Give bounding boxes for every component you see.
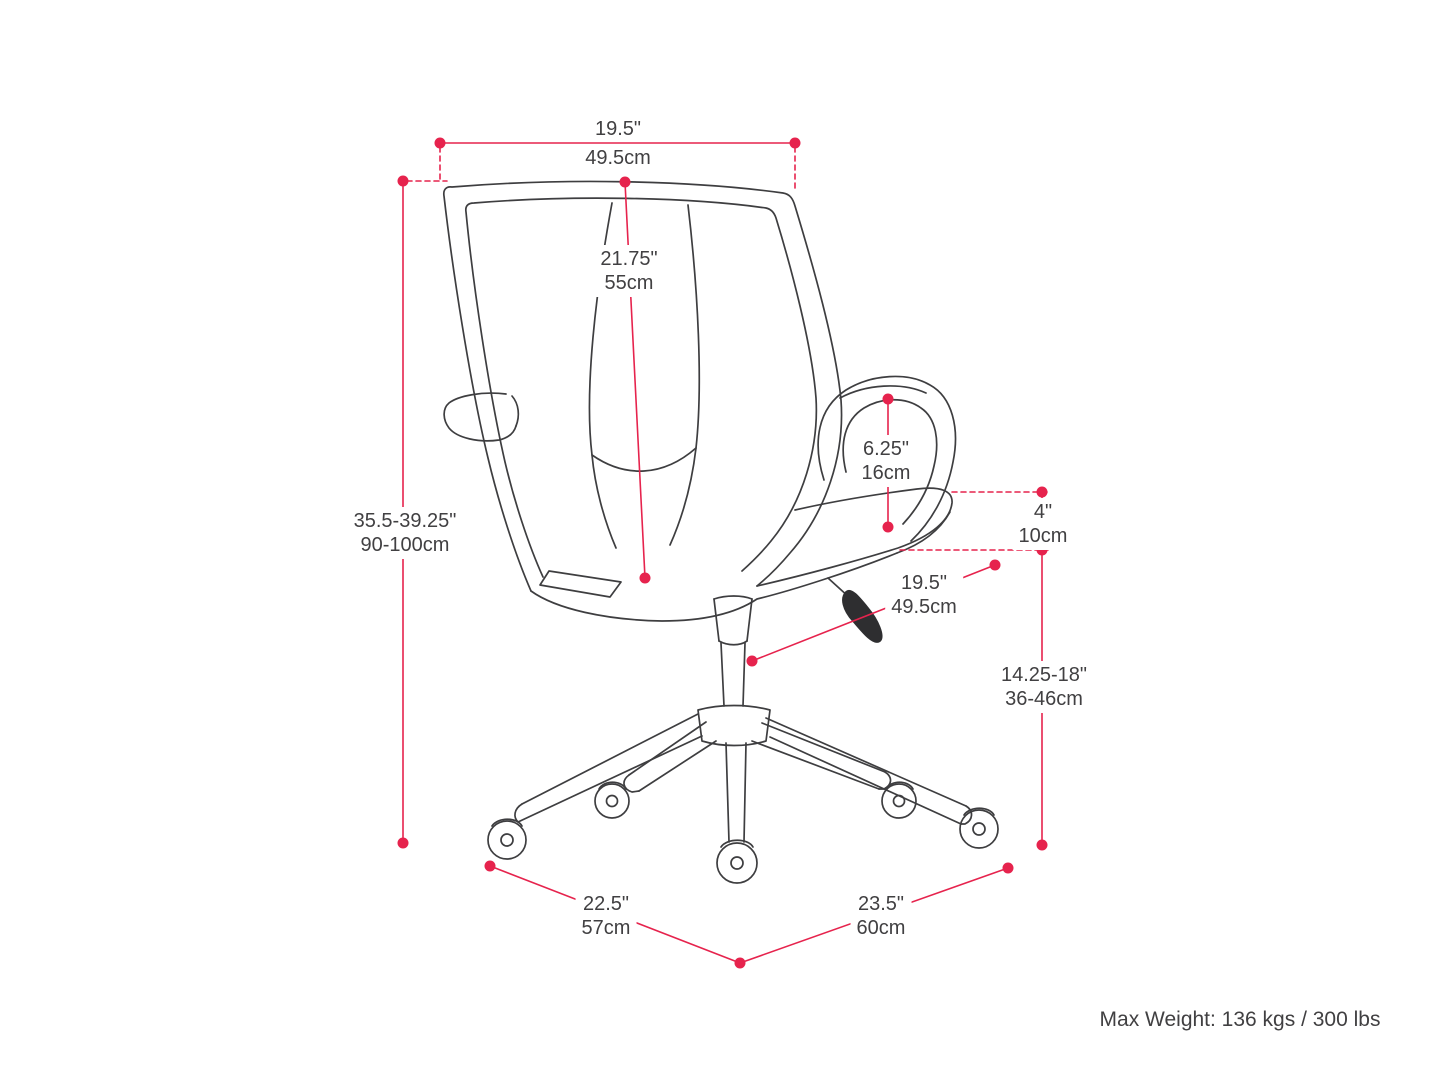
dimension-measure-lines — [403, 143, 1042, 963]
dim-seat-thickness-label: 4" 10cm — [1012, 498, 1074, 550]
dim-base-depth-inches: 22.5" — [582, 893, 630, 915]
dim-top-width-inches: 19.5" — [594, 118, 642, 140]
caster-wheel — [488, 819, 526, 859]
caster-wheel — [882, 782, 916, 818]
caster-wheel — [717, 840, 757, 883]
chair-base — [515, 706, 972, 843]
dim-seat-thickness-cm: 10cm — [1018, 525, 1068, 547]
chair-right-armrest — [818, 376, 955, 541]
dim-armrest-height-label: 6.25" 16cm — [855, 435, 917, 487]
dim-overall-height-cm: 90-100cm — [360, 534, 450, 556]
gas-lift — [714, 596, 752, 706]
dim-base-width-inches: 23.5" — [857, 893, 905, 915]
dim-overall-height-inches: 35.5-39.25" — [353, 510, 457, 532]
dim-seat-thickness-inches: 4" — [1033, 501, 1053, 523]
dim-back-height-inches: 21.75" — [600, 248, 658, 270]
dim-back-height-cm: 55cm — [604, 272, 654, 294]
chair-left-armrest — [444, 393, 518, 441]
dim-base-width-label: 23.5" 60cm — [850, 890, 912, 942]
dim-seat-depth-cm: 49.5cm — [891, 596, 957, 618]
dim-top-width-cm: 49.5cm — [585, 147, 651, 169]
dim-base-width-cm: 60cm — [856, 917, 906, 939]
tilt-lever — [828, 578, 882, 642]
dim-base-depth-cm: 57cm — [581, 917, 631, 939]
dim-armrest-height-inches: 6.25" — [862, 438, 910, 460]
dimension-extension-lines — [407, 147, 1048, 550]
dim-overall-height-label: 35.5-39.25" 90-100cm — [347, 507, 463, 559]
dim-seat-height-cm: 36-46cm — [1005, 688, 1083, 710]
dim-seat-depth-label: 19.5" 49.5cm — [885, 569, 963, 621]
dim-seat-depth-inches: 19.5" — [900, 572, 948, 594]
dim-seat-height-label: 14.25-18" 36-46cm — [994, 661, 1094, 713]
max-weight-label: Max Weight: 136 kgs / 300 lbs — [1099, 1008, 1381, 1031]
caster-wheel — [595, 782, 629, 818]
dim-back-height-label: 21.75" 55cm — [594, 245, 664, 297]
caster-wheel — [960, 808, 998, 848]
dim-base-depth-label: 22.5" 57cm — [575, 890, 637, 942]
dimension-endpoint-dots — [397, 137, 1048, 969]
dim-armrest-height-cm: 16cm — [861, 462, 911, 484]
chair-casters — [488, 782, 998, 883]
dim-seat-height-inches: 14.25-18" — [1000, 664, 1088, 686]
